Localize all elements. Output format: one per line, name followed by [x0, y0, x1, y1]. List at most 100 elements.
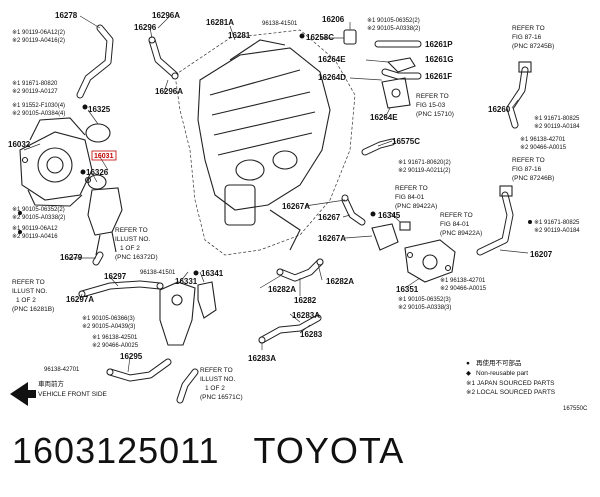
label-16297A: 16297A	[66, 295, 94, 304]
label-16296A-mid: 16296A	[155, 87, 183, 96]
brand-name: TOYOTA	[253, 430, 405, 471]
svg-text:●: ●	[466, 360, 470, 367]
bolt-callout-c2: ※2 90119-A0127	[12, 89, 58, 95]
ref-illust-16372D-l3: 1 OF 2	[120, 245, 140, 252]
bolt-callout-n1: ※1 90105-06352(3)	[398, 297, 451, 303]
hose-16279	[92, 251, 104, 266]
ref-fig-84-01-a-l3: (PNC 89422A)	[395, 203, 437, 210]
bolt-callout-o1: ※1 91671-80825	[534, 220, 580, 226]
legend: ● 再使用不可部品 ◆ Non-reusable part ※1 JAPAN S…	[466, 358, 556, 396]
hose-16296	[148, 36, 179, 80]
ref-illust-16571C-l3: 1 OF 2	[205, 385, 225, 392]
label-16282A-top: 16282A	[326, 277, 354, 286]
ref-illust-16281B-l2: ILLUST NO.	[12, 288, 47, 295]
vehicle-front-indicator: 車両前方 VEHICLE FRONT SIDE	[10, 379, 108, 406]
highlight-box-16031	[91, 150, 117, 161]
label-16267: 16267	[318, 213, 341, 222]
label-16207: 16207	[530, 250, 553, 259]
ref-fig-84-01-b-l3: (PNC 89422A)	[440, 230, 482, 237]
bolt-callout-f1: ※1 96138-42701	[520, 137, 566, 143]
ref-fig-87-16-b-l3: (PNC 87246B)	[512, 175, 554, 182]
bolt-callout-b2: ※2 90105-A0338(2)	[367, 26, 420, 32]
label-16281A: 16281A	[206, 18, 234, 27]
legend-local-sourced: ※2 LOCAL SOURCED PARTS	[466, 389, 556, 396]
bolt-callout-g1: ※1 91671-80620(2)	[398, 160, 451, 166]
hose-16267	[341, 194, 366, 226]
bolt-callout-top: 96138-41501	[262, 21, 298, 27]
engine-block-outline	[174, 29, 356, 256]
label-16345: 16345	[378, 211, 401, 220]
label-16575C: 16575C	[392, 137, 420, 146]
label-16261G: 16261G	[425, 55, 453, 64]
bolt-callout-o2: ※2 90119-A0184	[534, 228, 580, 234]
ref-illust-16281B-l4: (PNC 16281B)	[12, 306, 54, 313]
label-16264D: 16264D	[318, 73, 346, 82]
label-16260: 16260	[488, 105, 511, 114]
legend-japan-sourced: ※1 JAPAN SOURCED PARTS	[466, 380, 555, 387]
hose-16282	[276, 258, 324, 282]
label-16283: 16283	[300, 330, 323, 339]
ref-fig-15-03-l3: (PNC 15710)	[416, 111, 454, 118]
bolt-callout-h1: ※1 90105-06352(2)	[12, 207, 65, 213]
label-16283A-low: 16283A	[248, 354, 276, 363]
bolt-callout-a2: ※2 90119-A0416(2)	[12, 38, 65, 44]
ref-illust-16372D-l4: (PNC 16372D)	[115, 254, 158, 261]
ref-fig-87-16-a-l1: REFER TO	[512, 25, 545, 32]
label-16278: 16278	[55, 11, 78, 20]
o-ring-16326	[87, 174, 107, 190]
bolt-callout-b1: ※1 90105-06352(2)	[367, 18, 420, 24]
bolt-callout-j1: ※1 90105-06366(3)	[82, 316, 135, 322]
label-16264E-low: 16264E	[370, 113, 398, 122]
hose-16261F	[381, 68, 422, 80]
ref-illust-16571C-l2: ILLUST NO.	[200, 376, 235, 383]
ref-fig-87-16-a-l2: FIG 87-16	[512, 34, 542, 41]
label-16341: 16341	[201, 269, 224, 278]
ref-illust-16571C-l4: (PNC 16571C)	[200, 394, 243, 401]
front-label-jp: 車両前方	[38, 379, 65, 388]
part-number: 1603125011	[12, 430, 220, 471]
hose-16260	[506, 61, 532, 129]
label-16295: 16295	[120, 352, 143, 361]
bolt-callout-a1: ※1 90119-06A12(2)	[12, 30, 65, 36]
bolt-callout-l1: 96138-42701	[44, 367, 80, 373]
pipe-16264E	[386, 57, 416, 73]
bolt-callout-g2: ※2 90119-A0211(2)	[398, 168, 451, 174]
bypass-pipe-16278	[76, 24, 114, 99]
gasket-16325	[85, 123, 111, 143]
label-16325: 16325	[88, 105, 111, 114]
svg-text:◆: ◆	[466, 370, 471, 377]
figure-code: 167550C	[563, 406, 588, 412]
ref-illust-16281B-l1: REFER TO	[12, 279, 45, 286]
label-16031-highlight: 16031	[94, 153, 114, 160]
bolt-callout-j2: ※2 90105-A0439(3)	[82, 324, 135, 330]
label-16282A-low: 16282A	[268, 285, 296, 294]
front-label-en: VEHICLE FRONT SIDE	[38, 391, 108, 398]
part-caption: 1603125011 TOYOTA	[12, 430, 438, 472]
bolt-callout-d1: ※1 91552-F1030(4)	[12, 103, 65, 109]
hose-16575C	[361, 138, 396, 156]
hose-16207	[476, 185, 514, 256]
ref-fig-84-01-b-l2: FIG 84-01	[440, 221, 470, 228]
bolt-callout-e2: ※2 90119-A0184	[534, 124, 580, 130]
label-16331: 16331	[175, 277, 198, 286]
bolt-dots	[18, 33, 532, 276]
ref-fig-84-01-b-l1: REFER TO	[440, 212, 473, 219]
label-16032: 16032	[8, 140, 31, 149]
label-16296A-top: 16296A	[152, 11, 180, 20]
bolt-callout-m2: ※2 90466-A0015	[440, 286, 487, 292]
bolt-callout-f2: ※2 90466-A0015	[520, 145, 567, 151]
label-16264E-top: 16264E	[318, 55, 346, 64]
bolt-callout-i1: ※1 90119-06A12	[12, 226, 58, 232]
sensor-16345	[399, 221, 411, 231]
label-16206: 16206	[322, 15, 345, 24]
bolt-callout-k2: ※2 90466-A0025	[92, 343, 139, 349]
label-16261F: 16261F	[425, 72, 452, 81]
label-16279: 16279	[60, 253, 83, 262]
bolt-callout-h2: ※2 90105-A0338(2)	[12, 215, 65, 221]
label-16281: 16281	[228, 31, 251, 40]
water-pump	[19, 117, 93, 207]
housing-16331	[159, 281, 196, 346]
leader-lines	[23, 15, 529, 373]
ref-fig-87-16-b-l2: FIG 87-16	[512, 166, 542, 173]
label-16261P: 16261P	[425, 40, 453, 49]
